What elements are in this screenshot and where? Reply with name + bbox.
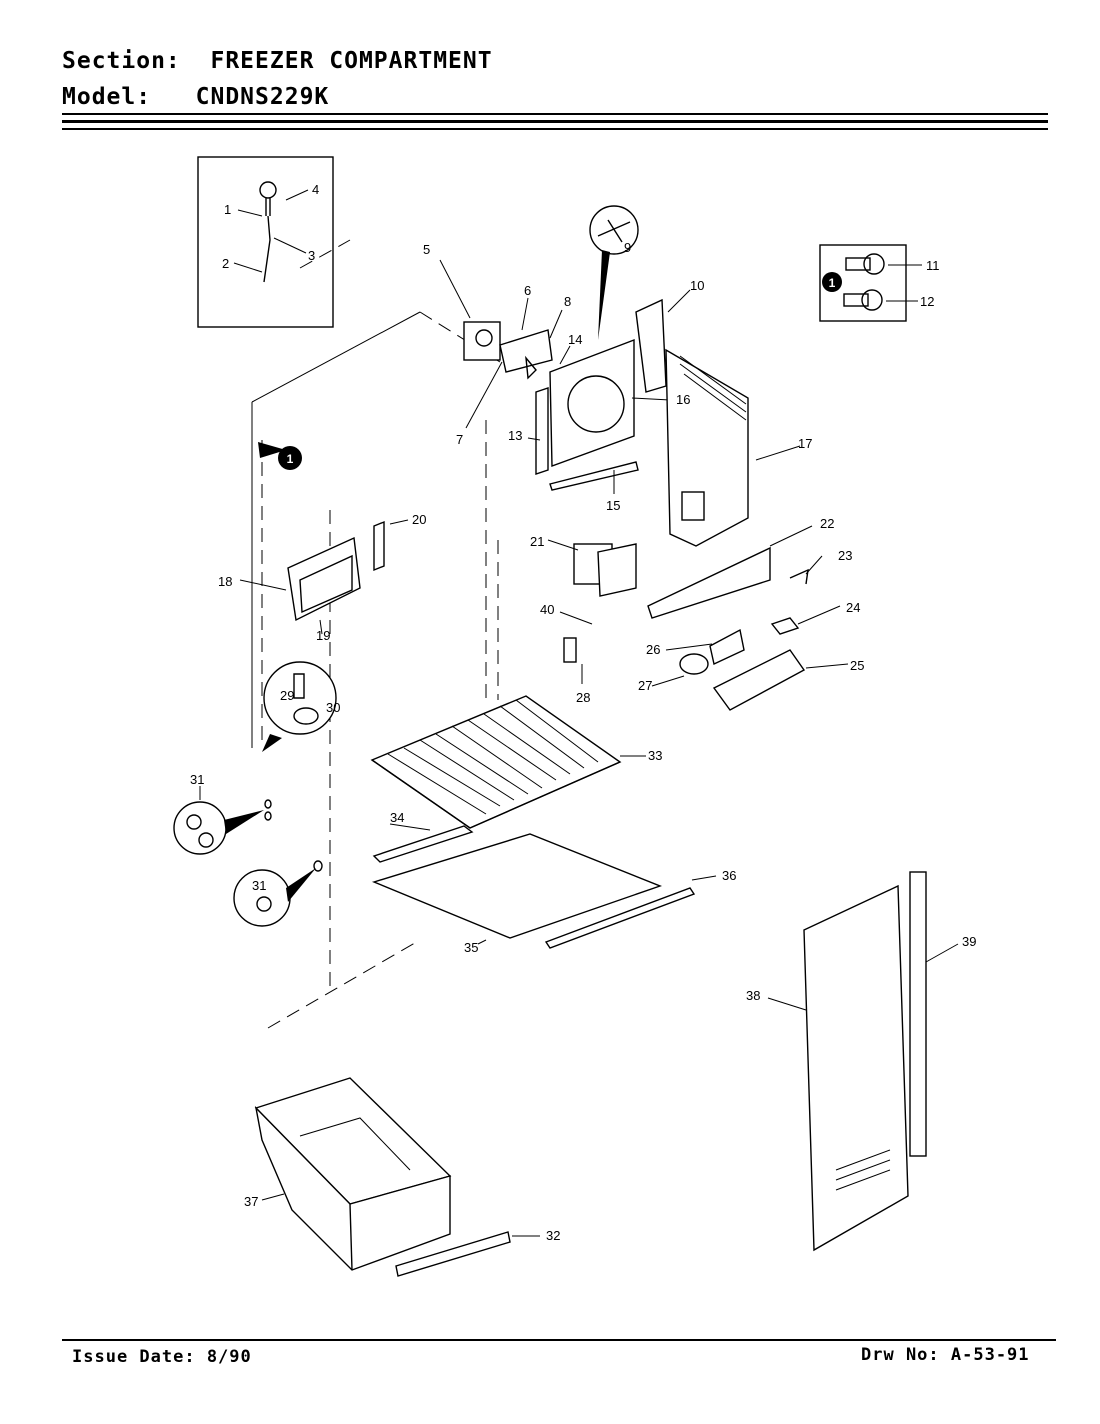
callout-29: 29	[280, 688, 294, 703]
evaporator-cover	[665, 348, 801, 547]
section-title: Section: FREEZER COMPARTMENT	[62, 48, 493, 74]
callout-12: 12	[920, 294, 934, 309]
model-label: Model:	[62, 84, 152, 110]
callout-11: 11	[926, 258, 940, 273]
callout-33: 33	[648, 748, 662, 763]
footer-rule	[62, 1339, 1056, 1341]
callout-24: 24	[846, 600, 860, 615]
marker-one-inset: 1	[822, 272, 842, 292]
callout-13: 13	[508, 428, 522, 443]
callout-32: 32	[546, 1228, 560, 1243]
callout-labels: 1 2 3 4 5 6 7 8 9 10 11 12 13 14 15 16 1…	[190, 182, 976, 1243]
callout-23: 23	[838, 548, 852, 563]
callout-38: 38	[746, 988, 760, 1003]
callout-26: 26	[646, 642, 660, 657]
callout-9: 9	[624, 240, 631, 255]
fan-motor-assembly	[439, 259, 571, 429]
callout-5: 5	[423, 242, 430, 257]
freezer-bin	[254, 1077, 540, 1277]
callout-25: 25	[850, 658, 864, 673]
model-title: Model: CNDNS229K	[62, 84, 329, 110]
callout-10: 10	[690, 278, 704, 293]
light-socket-inset	[197, 156, 334, 328]
drawing-number: Drw No: A-53-91	[861, 1345, 1030, 1365]
header-rule-mid	[62, 120, 1048, 123]
callout-30: 30	[326, 700, 340, 715]
marker-label: 1	[829, 276, 836, 290]
callout-2: 2	[222, 256, 229, 271]
connector-inset	[819, 244, 922, 322]
callout-31b: 31	[252, 878, 266, 893]
fan-blade-detail	[589, 205, 639, 340]
marker-label: 1	[287, 452, 294, 466]
callout-4: 4	[312, 182, 319, 197]
callout-28: 28	[576, 690, 590, 705]
issue-date: Issue Date: 8/90	[72, 1347, 252, 1367]
fan-shroud	[527, 289, 691, 494]
back-panel	[767, 871, 959, 1252]
callout-37: 37	[244, 1194, 258, 1209]
callout-17: 17	[798, 436, 812, 451]
small-parts	[559, 555, 849, 711]
callout-20: 20	[412, 512, 426, 527]
section-label: Section:	[62, 48, 181, 74]
callout-36: 36	[722, 868, 736, 883]
defrost-timer-bracket	[547, 525, 813, 619]
callout-39: 39	[962, 934, 976, 949]
callout-34: 34	[390, 810, 404, 825]
callout-14: 14	[568, 332, 582, 347]
control-housing	[239, 519, 409, 635]
callout-6: 6	[524, 283, 531, 298]
callout-31a: 31	[190, 772, 204, 787]
callout-27: 27	[638, 678, 652, 693]
callout-16: 16	[676, 392, 690, 407]
callout-7: 7	[456, 432, 463, 447]
shelf-support-detail	[262, 661, 337, 752]
spacer-details	[173, 786, 323, 927]
callout-3: 3	[308, 248, 315, 263]
callout-40: 40	[540, 602, 554, 617]
callout-8: 8	[564, 294, 571, 309]
callout-22: 22	[820, 516, 834, 531]
callout-15: 15	[606, 498, 620, 513]
callout-35: 35	[464, 940, 478, 955]
model-value: CNDNS229K	[195, 84, 330, 110]
shelf-panel	[371, 823, 717, 949]
callout-21: 21	[530, 534, 544, 549]
callout-18: 18	[218, 574, 232, 589]
header-rule-bottom	[62, 128, 1048, 130]
header-rule-top	[62, 113, 1048, 115]
wire-shelf	[370, 695, 646, 829]
section-value: FREEZER COMPARTMENT	[210, 48, 493, 74]
callout-1: 1	[224, 202, 231, 217]
callout-19: 19	[316, 628, 330, 643]
marker-one-cabinet: 1	[258, 442, 302, 470]
